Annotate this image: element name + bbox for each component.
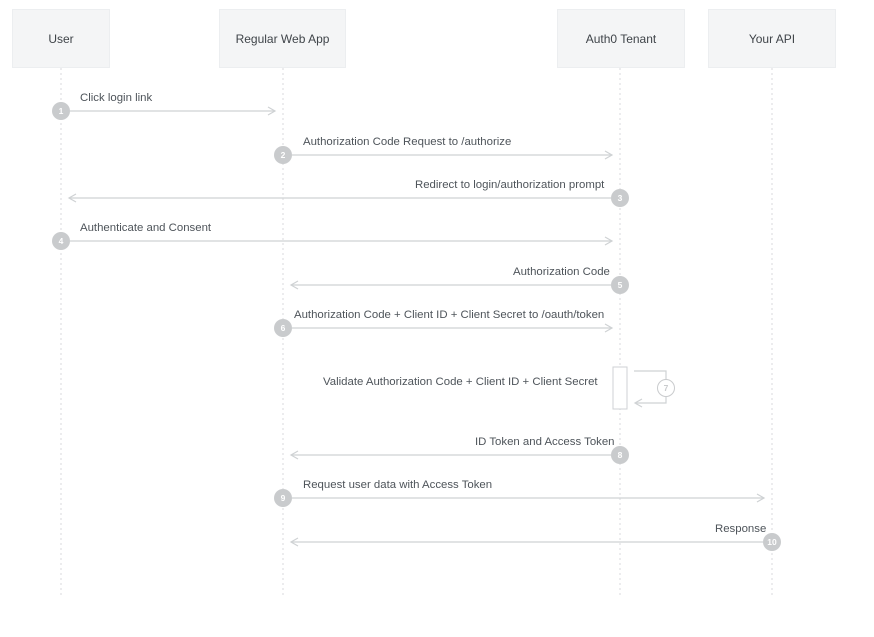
step-label-8: ID Token and Access Token [475, 436, 615, 448]
activation-box [612, 366, 628, 410]
step-badge-7: 7 [657, 379, 675, 397]
arrowhead-8 [289, 450, 299, 460]
actor-regular-web-app: Regular Web App [219, 9, 346, 68]
arrowhead-10 [289, 537, 299, 547]
actor-user: User [12, 9, 110, 68]
step-badge-5: 5 [611, 276, 629, 294]
step-label-10: Response [715, 523, 767, 535]
step-badge-4: 4 [52, 232, 70, 250]
arrowhead-6 [604, 323, 614, 333]
step-badge-10: 10 [763, 533, 781, 551]
step-label-9: Request user data with Access Token [303, 479, 493, 491]
step-badge-9: 9 [274, 489, 292, 507]
step-badge-3: 3 [611, 189, 629, 207]
step-label-3: Redirect to login/authorization prompt [415, 179, 605, 191]
arrowhead-5 [289, 280, 299, 290]
arrowhead-4 [604, 236, 614, 246]
step-label-1: Click login link [80, 92, 153, 104]
step-label-4: Authenticate and Consent [80, 222, 212, 234]
arrowhead-3 [67, 193, 77, 203]
actor-auth0-tenant: Auth0 Tenant [557, 9, 685, 68]
arrowhead-9 [756, 493, 766, 503]
step-label-6: Authorization Code + Client ID + Client … [294, 309, 605, 321]
step-badge-8: 8 [611, 446, 629, 464]
step-badge-2: 2 [274, 146, 292, 164]
step-label-5: Authorization Code [513, 266, 610, 278]
step-label-7: Validate Authorization Code + Client ID … [323, 376, 598, 388]
step-badge-6: 6 [274, 319, 292, 337]
actor-your-api: Your API [708, 9, 836, 68]
arrowhead-2 [604, 150, 614, 160]
step-label-2: Authorization Code Request to /authorize [303, 136, 512, 148]
arrowhead-1 [267, 106, 277, 116]
self-call-arrowhead [633, 398, 643, 408]
step-badge-1: 1 [52, 102, 70, 120]
